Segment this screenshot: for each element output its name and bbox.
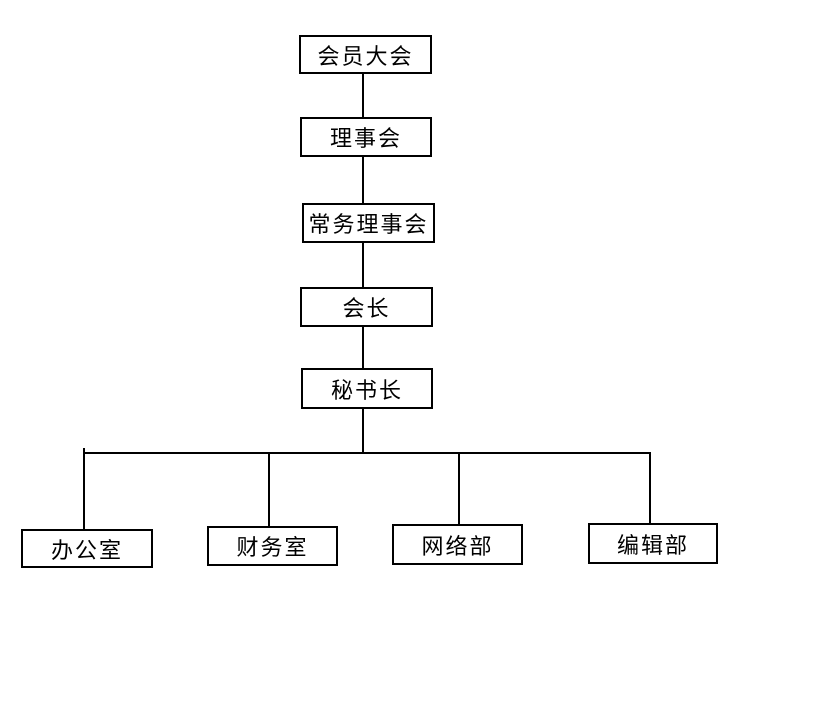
edge-rail-office: [83, 448, 85, 529]
org-node-members-assembly: 会员大会: [299, 35, 432, 74]
org-node-office: 办公室: [21, 529, 153, 568]
edge-rail-editorial: [649, 452, 651, 523]
edge-assembly-council: [362, 74, 364, 117]
org-node-secretary-general: 秘书长: [301, 368, 433, 409]
org-node-president: 会长: [300, 287, 433, 327]
org-node-standing-council: 常务理事会: [302, 203, 435, 243]
edge-rail-finance: [268, 452, 270, 526]
edge-distribution-rail: [83, 452, 651, 454]
edge-president-secretary: [362, 327, 364, 368]
org-node-finance-office: 财务室: [207, 526, 338, 566]
edge-council-standing: [362, 157, 364, 203]
org-node-network-dept: 网络部: [392, 524, 523, 565]
org-node-council: 理事会: [300, 117, 432, 157]
edge-rail-network: [458, 452, 460, 524]
org-node-editorial-dept: 编辑部: [588, 523, 718, 564]
edge-standing-president: [362, 243, 364, 287]
edge-secretary-trunk: [362, 409, 364, 453]
